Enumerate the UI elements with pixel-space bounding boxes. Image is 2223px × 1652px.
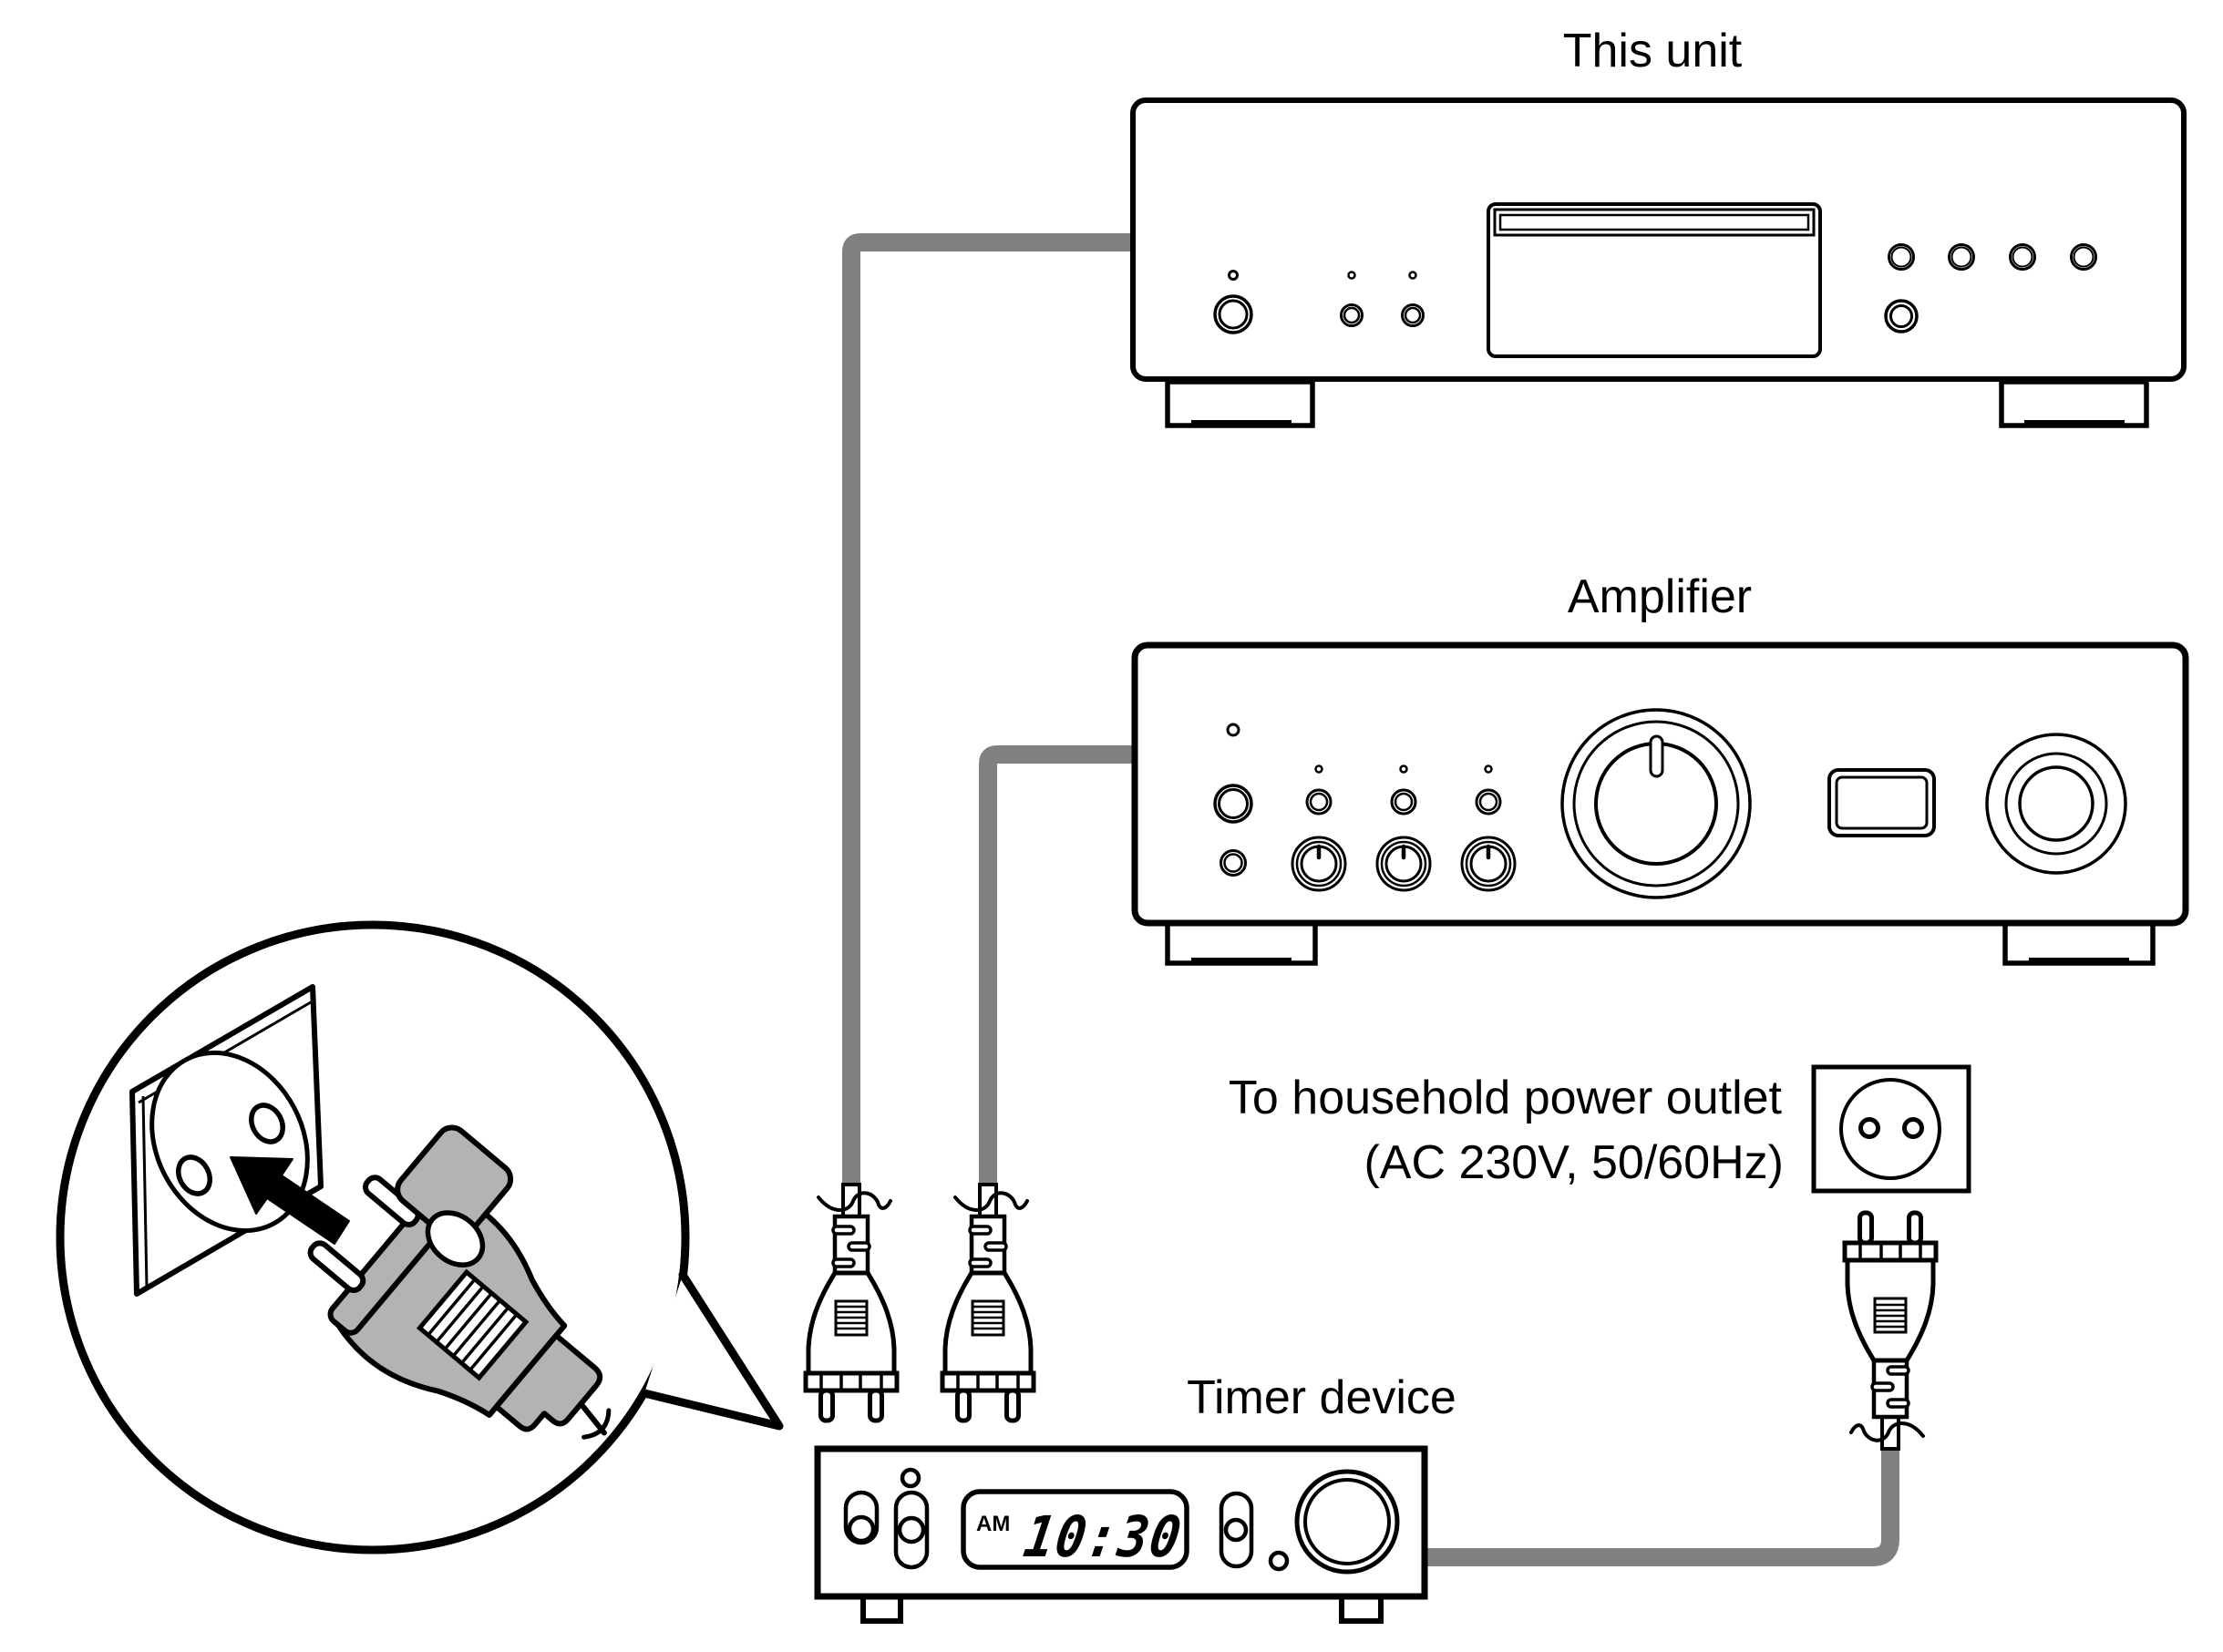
amp-plug-icon (942, 1185, 1034, 1421)
cd-plug-icon (806, 1185, 897, 1421)
power-outlet-label: To household power outlet (AC 230V, 50/6… (1229, 1072, 1784, 1189)
amp-volume-knob (1560, 708, 1752, 899)
wall-outlet-illustration (129, 984, 324, 1297)
amp-power-led (1226, 723, 1240, 737)
amplifier-illustration (1131, 641, 2189, 966)
amp-tone-knobs (1291, 836, 1517, 892)
outlet-hole-lower (176, 1154, 212, 1196)
timer-toggle-2 (893, 1490, 930, 1570)
cd-transport-buttons (1888, 243, 2097, 271)
outlet-hole-upper (249, 1103, 285, 1144)
cd-power-led (1228, 270, 1239, 281)
amp-phones-jack (1220, 849, 1247, 877)
amplifier-chassis (1131, 641, 2189, 927)
cd-button-led-2 (1408, 271, 1417, 280)
cd-player-feet (1165, 379, 2149, 428)
amp-selector-button (1827, 768, 1936, 837)
timer-knob (1294, 1469, 1400, 1575)
timer-power-cable (1425, 1432, 1899, 1566)
timer-device-label: Timer device (1187, 1371, 1456, 1424)
power-outlet-label-line1: To household power outlet (1229, 1072, 1783, 1124)
timer-plug-icon (1845, 1213, 1936, 1449)
timer-display: AM 10:30 (961, 1489, 1189, 1570)
cd-player-illustration (1130, 97, 2187, 428)
cd-disc-tray (1487, 202, 1822, 358)
cd-small-button-1 (1340, 303, 1364, 327)
inset-bubble-tail (640, 1270, 784, 1431)
cd-play-button (1884, 299, 1919, 333)
timer-meridiem: AM (976, 1512, 1010, 1536)
this-unit-label: This unit (1563, 25, 1743, 77)
amplifier-label: Amplifier (1568, 570, 1752, 623)
timer-toggle-3 (1219, 1491, 1254, 1569)
power-plug-3d-illustration (307, 1124, 612, 1440)
amp-power-cable (979, 745, 1135, 1186)
timer-feet (860, 1594, 1384, 1624)
insert-arrow-icon (230, 1156, 350, 1245)
power-cables (842, 233, 1899, 1566)
cd-button-led-1 (1347, 271, 1356, 280)
amp-tone-buttons (1305, 788, 1502, 816)
cd-power-cable (842, 233, 1133, 1186)
cd-small-button-2 (1401, 303, 1425, 327)
timer-time: 10:30 (1020, 1503, 1187, 1570)
timer-led-1 (900, 1467, 921, 1489)
timer-led-2 (1268, 1550, 1290, 1572)
amp-input-knob (1985, 733, 2127, 875)
power-outlet-icon (1811, 1064, 1971, 1194)
timer-device-illustration: AM 10:30 (814, 1445, 1428, 1624)
power-outlet-label-line2: (AC 230V, 50/60Hz) (1364, 1136, 1784, 1189)
inset-bubble (56, 920, 784, 1555)
amp-power-button (1213, 784, 1253, 824)
amplifier-feet (1165, 920, 2156, 966)
amp-tone-leds (1314, 764, 1493, 774)
cd-power-button (1213, 294, 1253, 334)
timer-toggle-1 (843, 1490, 880, 1545)
